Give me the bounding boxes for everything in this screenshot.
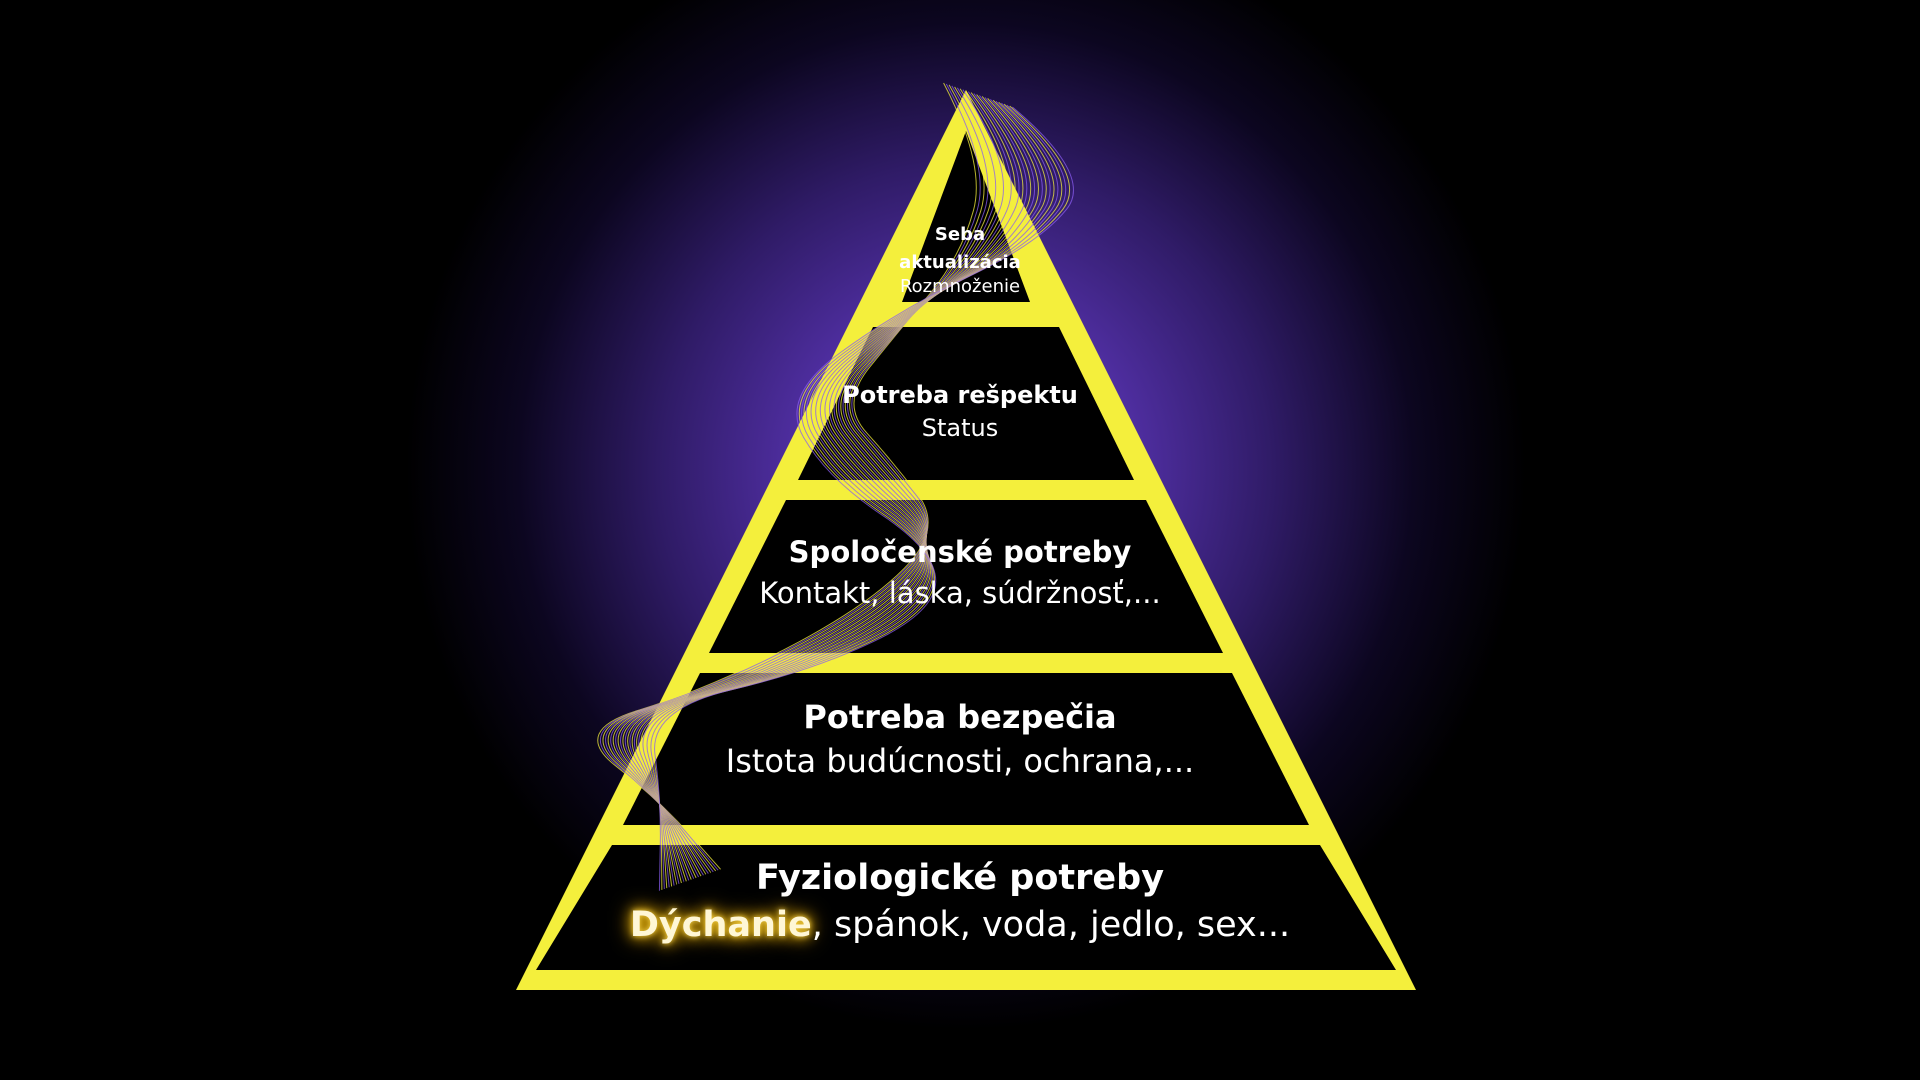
wave-line <box>636 98 1039 884</box>
tier-2-subtitle: Status <box>921 414 999 442</box>
wave-line <box>648 103 1063 889</box>
tier-3-title: Spoločenské potreby <box>788 535 1132 569</box>
highlight-breathing: Dýchanie <box>629 905 812 945</box>
tier-1-title-line1: Seba <box>934 224 986 245</box>
tier-5-subtitle: Dýchanie, spánok, voda, jedlo, sex... <box>0 905 1920 945</box>
wave-line <box>640 99 1047 885</box>
wave-line <box>631 96 1032 882</box>
tier-1-subtitle: Rozmnoženie <box>899 276 1021 297</box>
wave-line <box>634 97 1036 883</box>
wave-line <box>597 82 977 870</box>
wave-lines-decoration <box>597 82 1074 891</box>
wave-line <box>642 100 1051 886</box>
wave-line <box>654 106 1074 891</box>
tier-5-title: Fyziologické potreby <box>755 858 1165 898</box>
tier-1-title-line2: aktualizácia <box>899 252 1021 273</box>
tier-2-band <box>798 327 1134 480</box>
tier-4-band <box>623 673 1309 825</box>
tier-5-subtitle-rest: , spánok, voda, jedlo, sex... <box>811 905 1291 945</box>
wave-line <box>646 102 1059 888</box>
tier-4-subtitle: Istota budúcnosti, ochrana,... <box>725 742 1195 780</box>
tier-3-band <box>709 500 1223 653</box>
wave-line <box>652 105 1071 890</box>
tier-3-subtitle: Kontakt, láska, súdržnosť,... <box>759 576 1161 610</box>
tier-4-title: Potreba bezpečia <box>803 698 1117 736</box>
wave-line <box>644 101 1055 887</box>
tier-2-title: Potreba rešpektu <box>842 381 1078 409</box>
wave-line <box>638 98 1043 884</box>
wave-line <box>650 104 1067 890</box>
wave-line <box>629 95 1028 881</box>
tier-5-band <box>536 845 1396 970</box>
